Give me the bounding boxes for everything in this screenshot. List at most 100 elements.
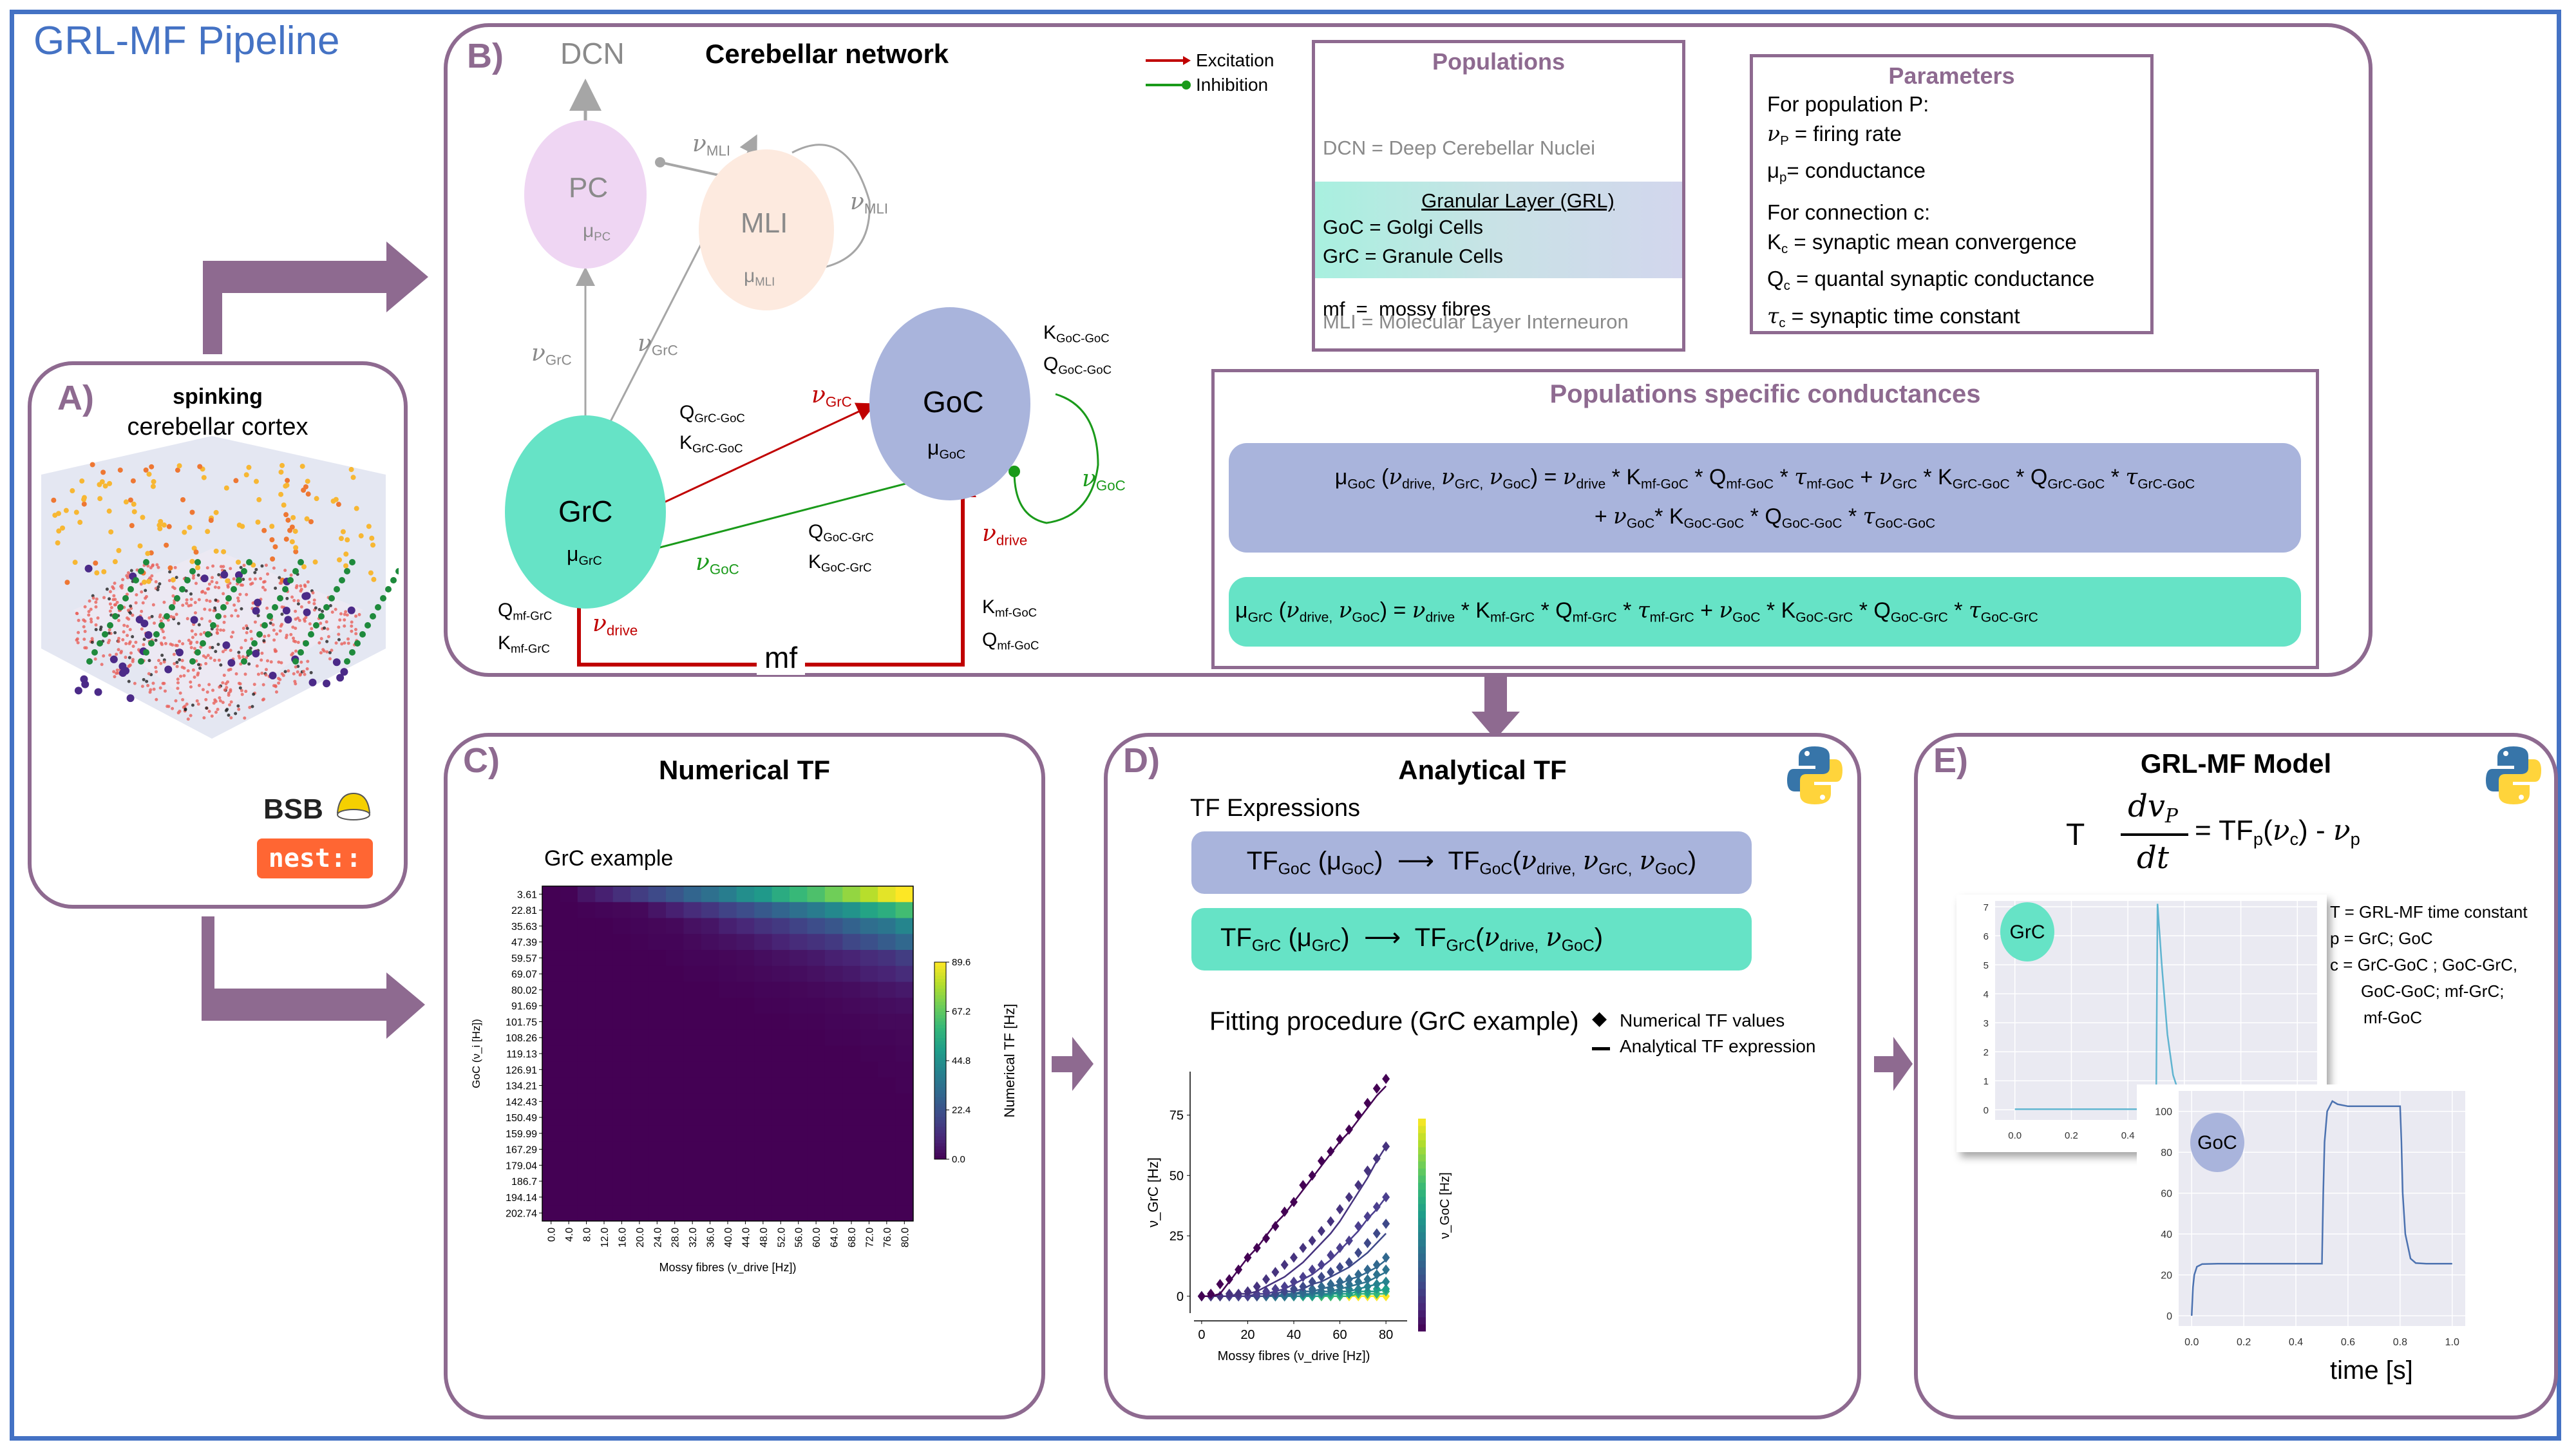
heatmap-cell (683, 1061, 702, 1078)
granule-dot (181, 698, 185, 702)
panel-a-title: cerebellar cortex (127, 413, 308, 440)
colorbar-segment (934, 988, 946, 992)
panel-e-letter: E) (1933, 741, 1968, 780)
heatmap-cell (772, 1205, 790, 1222)
granule-dot (208, 600, 212, 603)
golgi-dot (323, 679, 331, 688)
granule-dot (214, 598, 218, 602)
granule-dot (317, 607, 321, 611)
heatmap-cell (719, 1093, 737, 1110)
heatmap-cell (860, 1141, 878, 1158)
heatmap-cell (612, 1014, 631, 1030)
purkinje-dot (189, 568, 196, 574)
tf-goc-expression: TFGoC (μGoC) ⟶ TFGoC(νdrive, νGrC, νGoC) (1191, 831, 1752, 894)
granule-dot (194, 632, 198, 636)
heatmap-cell (790, 1014, 808, 1030)
granule-dot (193, 676, 196, 679)
heatmap-subtitle: GrC example (544, 846, 674, 871)
granule-dot (289, 632, 293, 636)
granule-dot (287, 669, 290, 673)
golgi-dot (94, 688, 102, 696)
granule-dot (296, 602, 300, 606)
granule-dot (145, 679, 149, 683)
colorbar-segment (1418, 1204, 1426, 1211)
granule-dot (178, 658, 182, 662)
heatmap-cell (842, 918, 861, 934)
granule-dot (113, 582, 117, 585)
heatmap-cell (824, 902, 843, 919)
heatmap-cell (560, 918, 578, 934)
eq-numerator: dvP (2128, 788, 2178, 828)
granule-dot (193, 601, 197, 605)
heatmap-cell (878, 1173, 896, 1189)
granule-dot (253, 577, 257, 581)
colorbar-segment (934, 1122, 946, 1127)
heatmap-cell (648, 918, 667, 934)
granule-dot (193, 611, 197, 615)
heatmap-cell (807, 1029, 826, 1046)
heatmap-cell (630, 1029, 649, 1046)
heatmap-cell (719, 998, 737, 1014)
granule-dot (244, 690, 248, 694)
granule-dot (281, 674, 285, 677)
x-tick-label: 0.8 (2393, 1337, 2407, 1348)
molecular-dot (290, 515, 296, 520)
colorbar-segment (934, 1113, 946, 1117)
molecular-dot (197, 464, 203, 469)
data-point (1372, 1269, 1381, 1280)
panel-b-letter: B) (467, 37, 504, 75)
granule-dot (147, 616, 151, 620)
data-point (1363, 1264, 1372, 1275)
data-point (1372, 1153, 1381, 1164)
panel-b-title: Cerebellar network (705, 39, 949, 69)
x-tick-label: 40 (1287, 1328, 1301, 1342)
y-tick-label: 1 (1984, 1076, 1989, 1087)
node-pc-mu: μPC (583, 220, 611, 243)
param-k: Kc = synaptic mean convergence (1767, 230, 2077, 257)
heatmap-cell (842, 1077, 861, 1094)
y-tick-label: 186.7 (511, 1177, 537, 1188)
conductances-box: Populations specific conductances μGoC (… (1211, 369, 2319, 669)
granule-dot (276, 676, 280, 680)
molecular-dot (354, 506, 359, 511)
heatmap-cell (666, 1125, 684, 1142)
heatmap-cell (577, 1045, 596, 1062)
granule-dot (305, 667, 309, 671)
colorbar-segment (934, 969, 946, 972)
molecular-dot (225, 578, 231, 584)
granule-dot (229, 700, 233, 704)
heatmap-cell (666, 1029, 684, 1046)
param-firing-rate: νP = firing rate (1767, 121, 1902, 149)
colorbar-segment (934, 1037, 946, 1041)
data-point (1299, 1271, 1307, 1282)
heatmap-cell (754, 1061, 773, 1078)
molecular-dot (299, 464, 305, 469)
x-tick-label: 12.0 (600, 1227, 611, 1247)
granule-dot (134, 601, 138, 605)
granule-dot (154, 580, 158, 583)
heatmap-cell (895, 902, 914, 919)
population-badge-label: GrC (2010, 922, 2045, 943)
colorbar-segment (1418, 1296, 1426, 1303)
heatmap-cell (860, 1205, 878, 1222)
y-tick-label: 6 (1984, 931, 1989, 942)
heatmap-cell (860, 998, 878, 1014)
granule-dot (200, 617, 204, 621)
granule-dot (112, 594, 116, 598)
heatmap-cell (630, 1077, 649, 1094)
heatmap-cell (878, 998, 896, 1014)
purkinje-dot (205, 631, 211, 638)
heatmap-cell (736, 950, 755, 967)
colorbar-segment (1418, 1182, 1426, 1190)
heatmap-cell (648, 1109, 667, 1126)
heatmap-cell (772, 1061, 790, 1078)
granule-dot (191, 703, 194, 707)
molecular-dot (243, 472, 249, 478)
colorbar-tick-label: 22.4 (952, 1105, 971, 1116)
granule-dot (108, 597, 111, 601)
time-series-line (2192, 1101, 2452, 1316)
colorbar-segment (934, 1018, 946, 1022)
molecular-dot (246, 464, 252, 470)
x-tick-label: 76.0 (882, 1227, 893, 1247)
